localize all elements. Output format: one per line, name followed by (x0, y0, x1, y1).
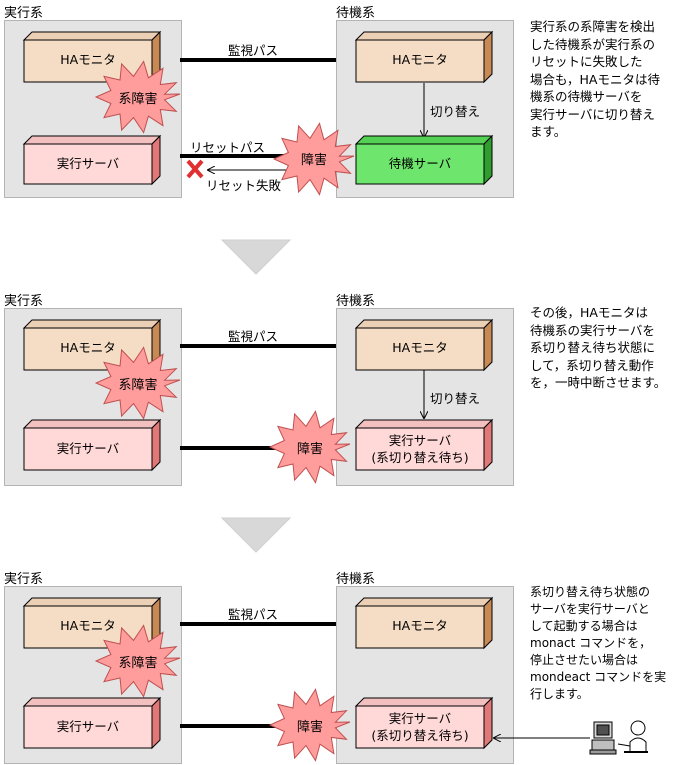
switch-label-2: 切り替え (430, 391, 481, 406)
reset-path-label: リセットパス (190, 140, 266, 155)
monitor-path-label-2: 監視パス (228, 329, 279, 344)
reset-failed-label: リセット失敗 (206, 178, 282, 193)
step-3 (22, 596, 648, 762)
step-2 (22, 318, 494, 484)
standby-system-label-1: 待機系 (336, 6, 376, 21)
system-failure-text-3: 系障害 (118, 656, 158, 671)
step-2-note: その後，HAモニタは 待機系の実行サーバを 系切り替え待ち状態に して，系切り替… (530, 305, 667, 390)
failure-burst-1 (272, 122, 355, 196)
standby-system-label-2: 待機系 (336, 294, 376, 309)
active-server-label-1: 実行サーバ (56, 156, 120, 171)
step-3-note: 系切り替え待ち状態の サーバを実行サーバと して起動する場合は monact コ… (530, 585, 667, 701)
waiting-server-label-2-line1: 実行サーバ (388, 433, 452, 448)
ha-monitor-label-active-2: HAモニタ (60, 340, 116, 355)
system-failure-burst-2 (94, 346, 181, 420)
cross-mark-icon (186, 159, 204, 179)
failure-text-3: 障害 (296, 720, 323, 735)
failure-text-1: 障害 (300, 153, 327, 168)
active-system-label-2: 実行系 (4, 294, 44, 309)
system-failure-burst-3 (94, 624, 181, 698)
ha-monitor-label-standby-1: HAモニタ (392, 52, 448, 67)
waiting-server-label-2-line2: (系切り替え待ち) (371, 450, 469, 465)
failure-burst-3 (268, 688, 351, 762)
waiting-server-label-3-line2: (系切り替え待ち) (371, 728, 469, 743)
standby-server-box-1 (354, 134, 494, 186)
step-arrow-1 (220, 239, 292, 275)
ha-monitor-box-standby-2 (354, 318, 494, 372)
step-1 (22, 30, 494, 196)
operator-at-terminal-icon (589, 720, 648, 755)
waiting-server-label-3-line1: 実行サーバ (388, 711, 452, 726)
ha-monitor-label-standby-2: HAモニタ (392, 340, 448, 355)
standby-system-label-3: 待機系 (336, 572, 376, 587)
ha-monitor-label-active-1: HAモニタ (60, 52, 116, 67)
step-arrow-2 (220, 517, 292, 553)
active-server-label-2: 実行サーバ (56, 441, 120, 456)
failure-text-2: 障害 (296, 442, 323, 457)
active-server-label-3: 実行サーバ (56, 719, 120, 734)
step-1-note: 実行系の系障害を検出 した待機系が実行系の リセットに失敗した 場合も，HAモニ… (530, 19, 660, 139)
system-failure-text-1: 系障害 (118, 92, 158, 107)
active-server-box-2 (22, 418, 162, 472)
monitor-path-label-3: 監視パス (228, 607, 279, 622)
system-failure-burst-1 (94, 60, 181, 134)
standby-server-label-1: 待機サーバ (388, 156, 452, 171)
monitor-path-label-1: 監視パス (228, 43, 279, 58)
active-system-label-1: 実行系 (4, 6, 44, 21)
switch-label-1: 切り替え (430, 104, 481, 119)
ha-monitor-box-standby-3 (354, 596, 494, 650)
failure-burst-2 (268, 410, 351, 484)
active-server-box-3 (22, 696, 162, 750)
active-server-box-1 (22, 134, 162, 186)
ha-monitor-label-standby-3: HAモニタ (392, 618, 448, 633)
waiting-server-box-3 (354, 696, 494, 750)
waiting-server-box-2 (354, 418, 494, 472)
ha-monitor-box-standby-1 (354, 30, 494, 84)
active-system-label-3: 実行系 (4, 572, 44, 587)
system-failure-text-2: 系障害 (118, 378, 158, 393)
ha-monitor-label-active-3: HAモニタ (60, 618, 116, 633)
